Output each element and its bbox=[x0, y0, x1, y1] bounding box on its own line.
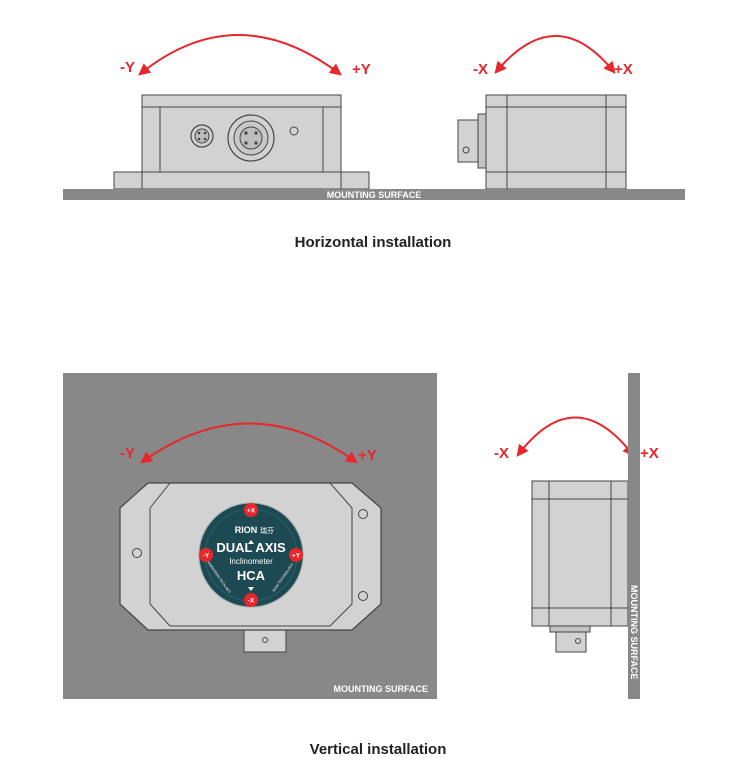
mark-right-label: +Y bbox=[292, 553, 301, 560]
mark-bottom-dot bbox=[244, 593, 258, 607]
mounting-foot-left bbox=[113, 171, 143, 190]
horizontal-side-view: -X +X bbox=[457, 35, 633, 190]
bottom-connector-flange bbox=[549, 625, 591, 633]
brand-logo: RION bbox=[235, 525, 258, 535]
axis-label-plus-x-vertical: +X bbox=[640, 445, 659, 462]
small-connector-icon bbox=[190, 124, 214, 148]
large-connector-icon bbox=[227, 114, 275, 162]
arrow-up-icon bbox=[248, 540, 254, 544]
vertical-installation-caption: Vertical installation bbox=[310, 741, 447, 758]
brand-chinese: 瑞芬 bbox=[260, 526, 274, 535]
axis-label-minus-x-vertical: -X bbox=[494, 445, 509, 462]
bottom-connector bbox=[555, 631, 587, 653]
device-title: DUAL AXIS bbox=[216, 540, 286, 555]
mark-top-label: +X bbox=[247, 508, 256, 515]
mounting-surface-label: MOUNTING SURFACE bbox=[327, 190, 422, 200]
axis-label-minus-x: -X bbox=[473, 61, 488, 78]
horizontal-installation-caption: Horizontal installation bbox=[295, 234, 452, 251]
mark-top-dot bbox=[244, 503, 258, 517]
mark-left-dot bbox=[199, 548, 213, 562]
screw-hole-left bbox=[132, 548, 142, 558]
mark-left-label: -Y bbox=[203, 553, 210, 560]
arrow-down-icon bbox=[248, 587, 254, 591]
horizontal-front-view: -Y +Y bbox=[113, 34, 371, 190]
mounting-surface-side-wall bbox=[628, 373, 640, 699]
axis-label-plus-x: +X bbox=[614, 61, 633, 78]
axis-label-minus-y: -Y bbox=[120, 59, 135, 76]
rotation-arrow-x-horizontal bbox=[494, 35, 616, 74]
screw-hole bbox=[289, 126, 299, 136]
axis-label-plus-y-vertical: +Y bbox=[358, 447, 377, 464]
vertical-side-view: -X +X bbox=[494, 416, 659, 653]
mounting-surface-horizontal bbox=[63, 189, 685, 200]
rotation-arrow-y-vertical bbox=[140, 422, 358, 464]
mark-right-dot bbox=[289, 548, 303, 562]
mounting-surface-side-label: MOUNTING SURFACE bbox=[629, 585, 639, 680]
sensor-housing-vertical-side bbox=[531, 480, 629, 627]
device-subtitle: Inclinometer bbox=[229, 557, 273, 566]
rotation-arrow-y-horizontal bbox=[138, 34, 342, 76]
axis-label-minus-y-vertical: -Y bbox=[120, 445, 135, 462]
rotation-arrow-x-vertical bbox=[516, 416, 635, 457]
device-model: HCA bbox=[237, 568, 266, 583]
vertical-front-view: -Y +Y +X -X -Y +Y RION 瑞芬 DUAL AXIS In bbox=[119, 422, 382, 653]
screw-hole-bottom-right bbox=[358, 591, 368, 601]
mounting-foot-right bbox=[340, 171, 370, 190]
device-label-disc: +X -X -Y +Y RION 瑞芬 DUAL AXIS Inclinomet… bbox=[198, 502, 304, 608]
screw-hole-top-right bbox=[358, 509, 368, 519]
mark-bottom-label: -X bbox=[248, 598, 255, 605]
mounting-surface-wall-label: MOUNTING SURFACE bbox=[334, 684, 429, 694]
axis-label-plus-y: +Y bbox=[352, 61, 371, 78]
